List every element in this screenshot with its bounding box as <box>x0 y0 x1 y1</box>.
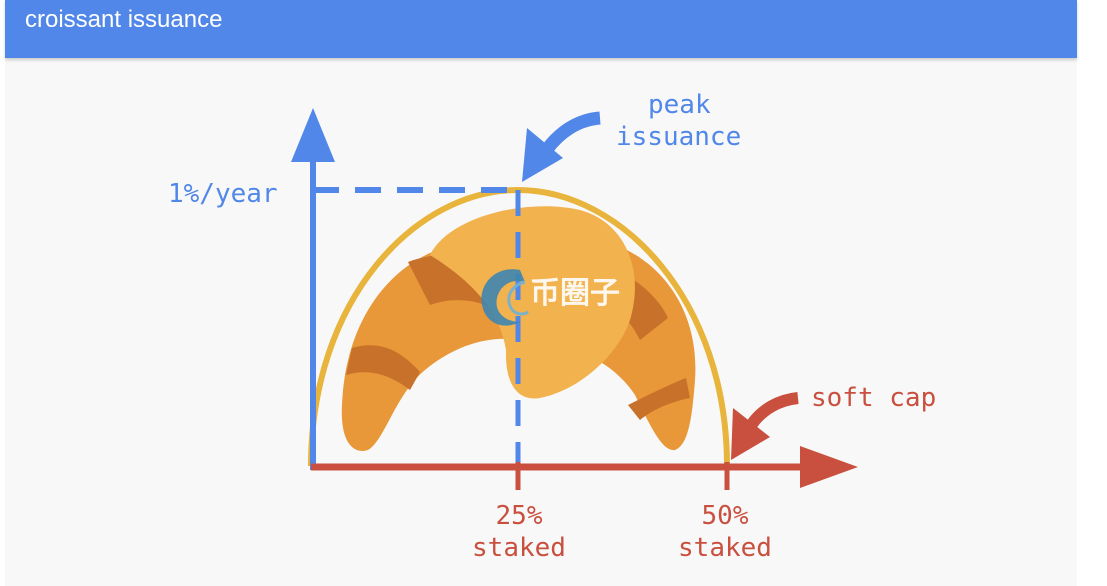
peak-label-line2: issuance <box>616 122 741 152</box>
watermark-text: 币圈子 <box>530 276 620 311</box>
page-title: croissant issuance <box>25 6 223 33</box>
peak-label-line1: peak <box>648 90 711 120</box>
soft-cap-arrow-head <box>731 408 770 460</box>
croissant-illustration <box>341 206 696 451</box>
watermark-logo: 币圈子 <box>481 269 620 326</box>
header-bar: croissant issuance <box>5 0 1077 58</box>
soft-cap-arrow-shaft <box>747 392 799 428</box>
tick-25-unit-label: staked <box>472 533 566 563</box>
croissant-left-fold-2 <box>346 345 420 390</box>
watermark-swirl-accent <box>507 280 529 316</box>
x-axis-arrowhead <box>800 446 858 488</box>
y-axis-arrowhead <box>291 108 335 162</box>
soft-cap-label: soft cap <box>811 383 936 413</box>
croissant-center-lobe <box>430 206 635 399</box>
peak-arrow-shaft <box>542 111 601 153</box>
tick-50-unit-label: staked <box>678 533 772 563</box>
y-axis-label: 1%/year <box>168 179 278 209</box>
peak-arrow-head <box>522 128 563 182</box>
tick-50-value-label: 50% <box>702 501 749 531</box>
tick-25-value-label: 25% <box>496 501 543 531</box>
watermark-swirl-icon <box>481 269 525 326</box>
slide: croissant issuance <box>5 0 1077 586</box>
croissant-right-fold-2 <box>628 378 690 420</box>
